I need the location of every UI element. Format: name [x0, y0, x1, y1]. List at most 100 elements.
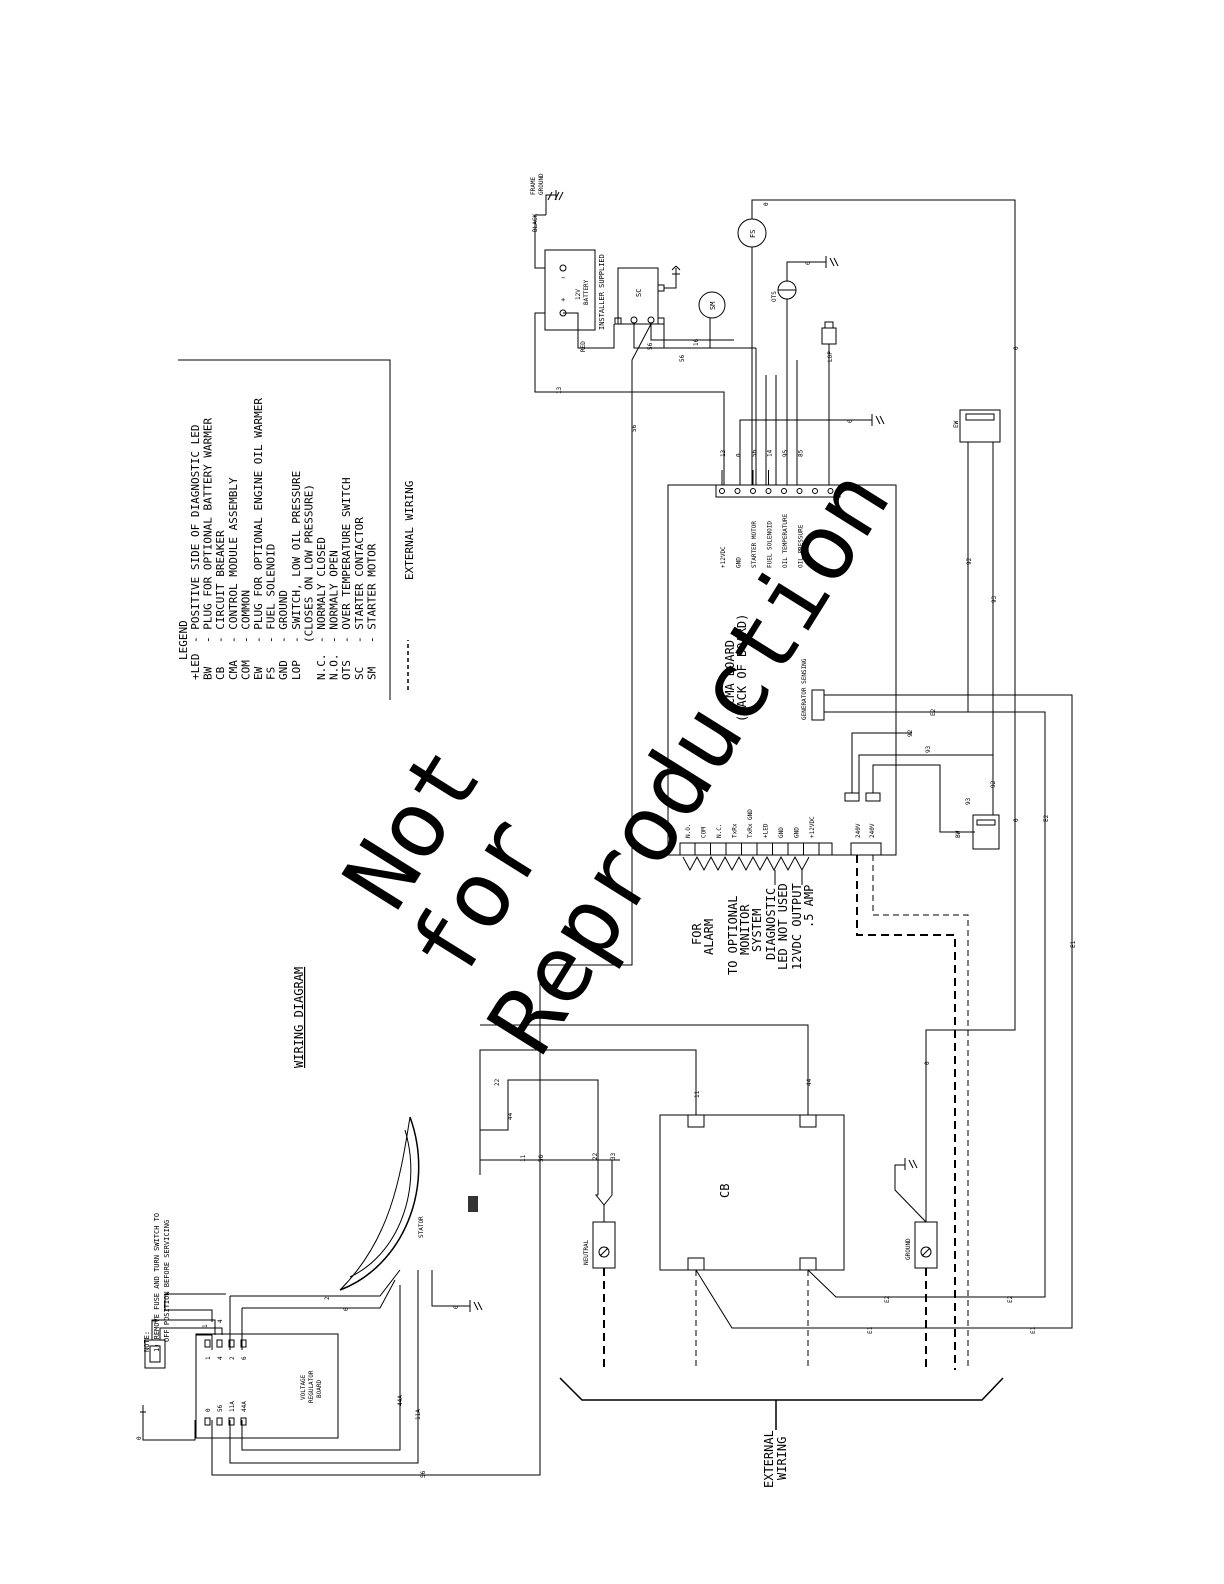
wire-11-cb: 11 [694, 1090, 701, 1098]
wire-56-vr: 56 [420, 1470, 427, 1478]
cma-top-terminal-label: GND [736, 557, 743, 568]
legend-code: N.O. [328, 654, 341, 681]
cma-board-label: CMA BOARD [723, 640, 737, 705]
vr-terminal-label: 0 [205, 1408, 212, 1412]
legend-code: BW [202, 666, 215, 680]
legend-description: (CLOSES ON LOW PRESSURE) [302, 484, 315, 643]
annotation-diagnostic: DIAGNOSTIC [764, 888, 778, 960]
wire-92-cma: 92 [907, 729, 914, 737]
annotation-amp: .5 AMP [802, 885, 816, 928]
wire-16: 16 [693, 338, 700, 346]
cma-top-terminal-screw [765, 488, 772, 494]
wire-56-a: 56 [647, 342, 654, 350]
wiring [142, 194, 1073, 1476]
legend: LEGEND +LED- POSITIVE SIDE OF DIAGNOSTIC… [177, 359, 416, 700]
legend-description: - COMMON [239, 590, 252, 643]
cma-top-wire-number: 85 [798, 449, 805, 457]
external-wiring-lines [603, 855, 956, 1370]
wire-93-cma: 93 [925, 745, 932, 753]
legend-code: SM [365, 666, 378, 680]
external-wiring-bracket [559, 1377, 1004, 1430]
legend-code: +LED [189, 654, 202, 681]
external-wiring-label-1: EXTERNAL [762, 1430, 776, 1488]
frame-ground-label-2: GROUND [538, 173, 545, 195]
installer-supplied-label: INSTALLER SUPPLIED [598, 254, 606, 330]
ground-label: GROUND [905, 1238, 912, 1260]
cma-top-terminal-label: OIL PRESSURE [798, 524, 805, 568]
legend-code: N.C. [315, 654, 328, 681]
neutral-label: NEUTRAL [583, 1239, 590, 1265]
legend-description: - NORMALY CLOSED [315, 537, 328, 643]
voltage-regulator-outline [195, 1333, 339, 1439]
cma-top-terminal-screw [750, 488, 756, 494]
note-line-2: 1) REMOVE FUSE AND TURN SWITCH TO [153, 1213, 161, 1352]
cma-top-wire-number: 56 [751, 449, 758, 457]
wire-6-stator: 6 [343, 1307, 350, 1311]
battery-body [544, 249, 596, 331]
wire-e2-right: E2 [1043, 814, 1050, 822]
cma-bottom-terminal-label: N.O. [685, 824, 692, 838]
watermark-reproduction: Reproduction [468, 451, 911, 1071]
over-temperature-switch: OTS [771, 280, 797, 302]
wire-92-ew: 92 [966, 557, 973, 565]
wire-e2-bottom-right: E2 [1007, 1295, 1014, 1303]
wire-56-b: 56 [679, 354, 686, 362]
circuit-breaker: CB [659, 1114, 845, 1271]
starter-contactor-label: SC [635, 289, 643, 297]
wire-44-cb: 44 [806, 1078, 813, 1086]
ground-symbols [140, 190, 918, 1415]
cma-top-terminal-label: OIL TEMPERATURE [782, 513, 789, 568]
legend-external-wiring: EXTERNAL WIRING [403, 481, 416, 580]
vr-terminal-label: 2 [229, 1356, 236, 1360]
cma-bottom-terminal-label: TxRx GND [747, 809, 754, 838]
legend-description: - CIRCUIT BREAKER [214, 530, 227, 643]
fuse-switch [144, 1339, 166, 1369]
cma-bottom-terminal-label: GND [794, 827, 801, 838]
vr-label-2: REGULATOR [308, 1370, 315, 1403]
cma-bottom-terminal-label: N.C. [716, 824, 723, 838]
stator-label: STATOR [418, 1216, 425, 1238]
wire-2-stator: 2 [324, 1296, 331, 1300]
wire-e2-sense: E2 [930, 708, 937, 716]
stator: STATOR [339, 1116, 478, 1291]
bw-label: BW [955, 830, 962, 838]
legend-description: - NORMALY OPEN [328, 550, 341, 643]
legend-code: OTS [340, 660, 353, 680]
wire-0-vr: 0 [136, 1436, 143, 1440]
wire-44-left: 44 [507, 1112, 514, 1120]
legend-code: FS [265, 667, 278, 680]
diagram-title: WIRING DIAGRAM [292, 967, 306, 1068]
starter-contactor: SC [614, 267, 665, 325]
vr-terminal-pin [228, 1339, 235, 1348]
wire-0-ots: 0 [805, 261, 812, 265]
wire-4-fuse: 4 [152, 1319, 159, 1323]
legend-border [178, 359, 391, 700]
wire-1-fuse: 1 [202, 1324, 209, 1328]
ground-block: GROUND [905, 1221, 938, 1269]
generator-sensing-label: GENERATOR SENSING [801, 658, 808, 720]
cma-top-terminal-screw [734, 488, 741, 494]
legend-code: EW [252, 666, 265, 680]
ew-body [959, 409, 1001, 443]
vr-label-1: VOLTAGE [300, 1374, 307, 1400]
cma-top-terminal-strip [715, 484, 841, 498]
vr-terminal-pin [240, 1339, 247, 1348]
legend-code: GND [277, 660, 290, 680]
wire-0-main: 0 [1013, 346, 1020, 350]
neutral-body [592, 1221, 616, 1269]
cma-bottom-terminal-label: +12VDC [809, 816, 816, 838]
cma-bottom-brackets [682, 855, 810, 872]
cma-top-wire-number: 14 [767, 449, 774, 457]
starter-motor: SM [698, 291, 726, 319]
legend-heading: LEGEND [177, 620, 190, 660]
wire-22-neutral: 22 [592, 1152, 599, 1160]
vr-terminal-pin [216, 1417, 223, 1426]
cma-top-terminal-screw [781, 488, 787, 494]
cma-bottom-terminal-label: +LED [763, 823, 770, 838]
wire-93-bw: 93 [965, 797, 972, 805]
stator-inner-arc [349, 1129, 412, 1278]
wire-11a: 11A [415, 1409, 422, 1420]
legend-code: SC [353, 667, 366, 680]
